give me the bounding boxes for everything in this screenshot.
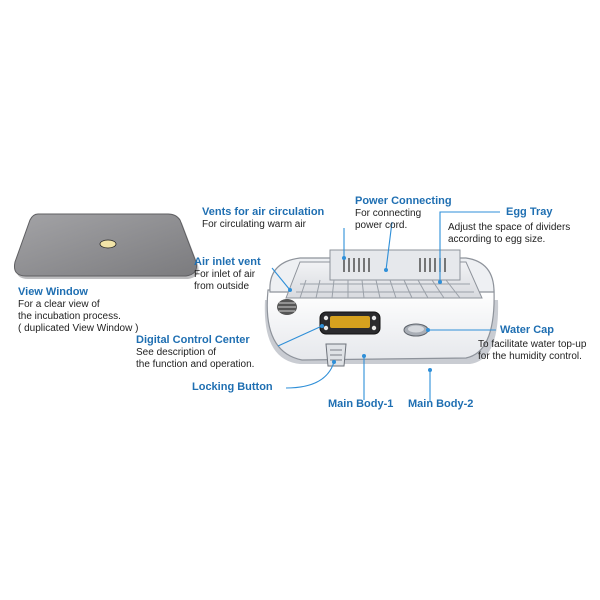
logo-emblem	[99, 239, 117, 249]
back-wall	[329, 249, 461, 281]
control-title: Digital Control Center	[136, 334, 250, 346]
vents-desc: For circulating warm air	[202, 219, 306, 230]
leader-control	[277, 325, 323, 347]
leader-air-inlet	[271, 267, 291, 291]
body2-title: Main Body-2	[408, 398, 474, 410]
power-desc-1: For connecting	[355, 208, 422, 219]
locking-button	[325, 343, 347, 367]
label-power: Power Connecting For connecting power co…	[355, 195, 452, 232]
control-desc-2: the function and operation.	[136, 359, 255, 370]
egg-tray-desc-2: according to egg size.	[448, 234, 546, 245]
label-body1: Main Body-1	[328, 398, 393, 411]
body1-title: Main Body-1	[328, 398, 394, 410]
label-control: Digital Control Center See description o…	[136, 334, 254, 371]
label-water-cap-title-wrap: Water Cap	[500, 324, 554, 337]
label-view-window: View Window For a clear view of the incu…	[18, 286, 138, 335]
control-panel	[319, 311, 381, 335]
view-window-title: View Window	[18, 286, 88, 298]
egg-tray-title: Egg Tray	[506, 206, 553, 218]
power-desc-2: power cord.	[355, 220, 408, 231]
leader-lines	[271, 211, 500, 402]
label-locking: Locking Button	[192, 381, 273, 394]
leader-power	[385, 221, 393, 271]
label-water-cap: To facilitate water top-up for the humid…	[478, 339, 586, 363]
label-egg-tray: Adjust the space of dividers according t…	[448, 222, 570, 246]
label-air-inlet: Air inlet vent For inlet of air from out…	[194, 256, 261, 293]
water-cap-desc-2: for the humidity control.	[478, 351, 582, 362]
leader-locking	[285, 361, 335, 389]
view-window-desc-2: the incubation process.	[18, 311, 121, 322]
control-desc-1: See description of	[136, 347, 217, 358]
view-window-lid	[14, 213, 199, 279]
view-window-desc-3: ( duplicated View Window )	[18, 323, 139, 334]
egg-tray-grid	[296, 279, 474, 299]
view-window-desc-1: For a clear view of	[18, 299, 100, 310]
power-title: Power Connecting	[355, 195, 452, 207]
label-body2: Main Body-2	[408, 398, 473, 411]
air-inlet-grille	[277, 299, 297, 315]
water-cap	[403, 323, 429, 337]
egg-tray-desc-1: Adjust the space of dividers	[448, 222, 571, 233]
circulation-vent-slots	[343, 258, 446, 272]
water-cap-desc-1: To facilitate water top-up	[478, 339, 587, 350]
label-egg-tray-title-wrap: Egg Tray	[506, 206, 552, 219]
vents-title: Vents for air circulation	[202, 206, 325, 218]
leader-dots	[288, 256, 442, 372]
locking-title: Locking Button	[192, 381, 273, 393]
air-inlet-desc-1: For inlet of air	[194, 269, 256, 280]
air-inlet-title: Air inlet vent	[194, 256, 261, 268]
leader-egg-tray	[439, 211, 500, 282]
incubator-body	[264, 249, 499, 367]
air-inlet-desc-2: from outside	[194, 281, 250, 292]
label-vents: Vents for air circulation For circulatin…	[202, 206, 324, 231]
water-cap-title: Water Cap	[500, 324, 554, 336]
